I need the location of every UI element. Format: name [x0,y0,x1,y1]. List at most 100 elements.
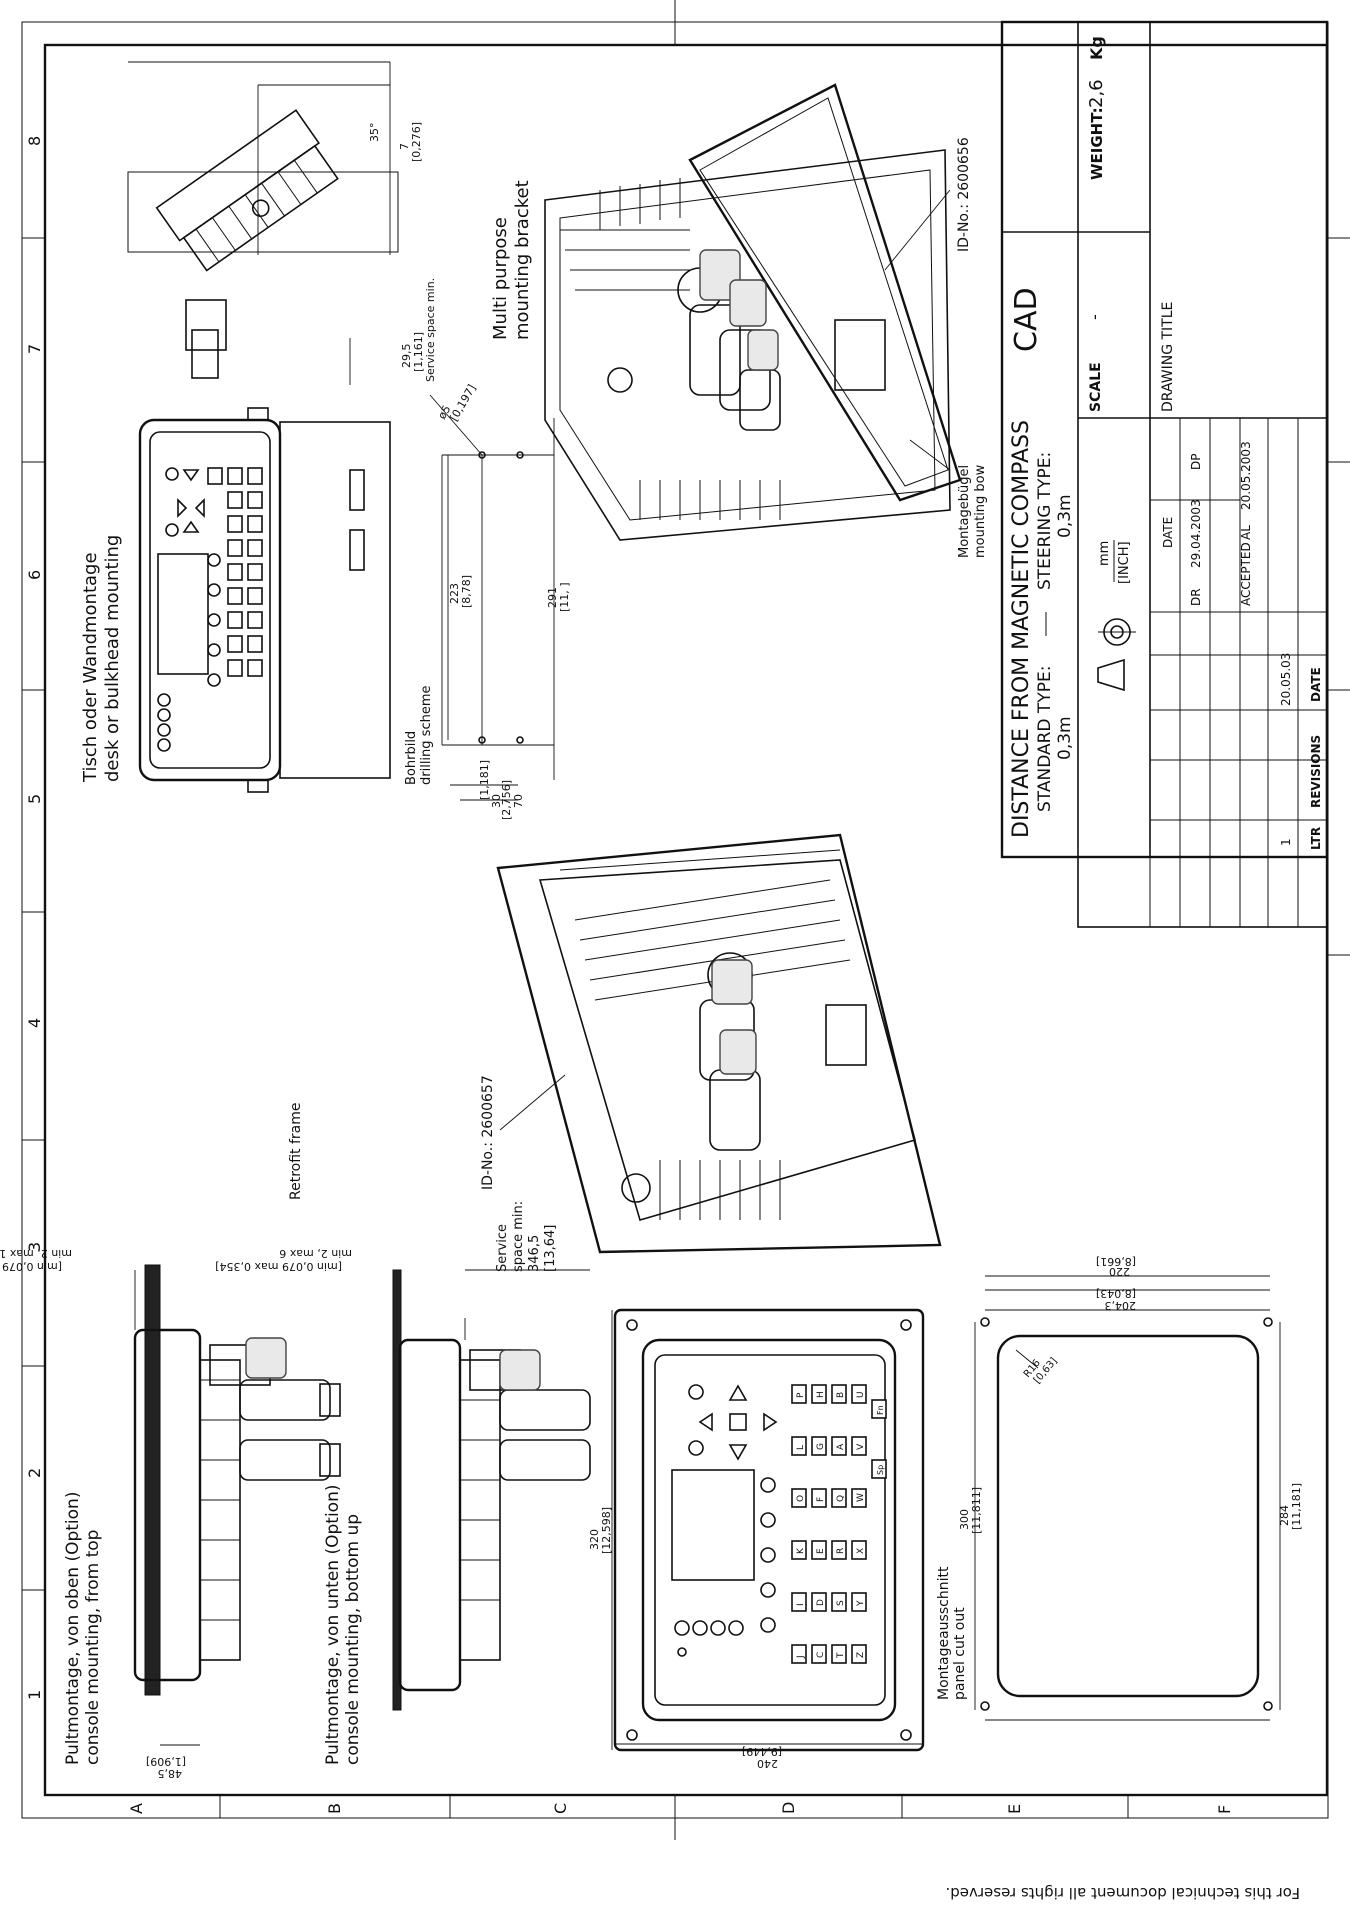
zone-letter: E [1005,1804,1024,1814]
unit-inch: [INCH] [1117,541,1132,584]
unit-mm: mm [1097,541,1112,566]
front-view [613,1308,925,1752]
dim-drill-223-in: [8,78] [460,575,473,608]
cutout-label-en: panel cut out [952,1607,968,1700]
keypad-key [811,1644,827,1664]
keypad-key [831,1384,847,1404]
retrofit-label: Retrofit frame [288,1103,304,1201]
service-label-l2: space min: [511,1201,526,1272]
cut-220: 220 [1109,1265,1130,1278]
bracket-label-l2: mounting bracket [512,180,533,340]
keypad-key [831,1488,847,1508]
desk-label-de: Tisch oder Wandmontage [80,552,101,783]
cut-204-in: [8,043] [1096,1287,1136,1300]
keypad-key-label: G [816,1443,826,1450]
keypad-key-label: Z [856,1652,866,1658]
service-label-l3: 346,5 [527,1235,542,1272]
revision-date-label: DATE [1309,667,1323,702]
zone-letter: F [1215,1805,1234,1814]
console-bottom-label-en: console mounting, bottom up [343,1514,363,1765]
cad-label: CAD [1009,287,1044,352]
dim-drill-70: 70 [512,794,525,808]
zone-number: 2 [25,1468,44,1478]
keypad-key-label: R [836,1548,846,1554]
keypad-key [811,1488,827,1508]
sheet-frame [21,0,1350,1840]
keypad-special-key-label: Sp [876,1465,885,1475]
dim-drill-291-in: [11, ] [558,582,571,612]
keypad-key-label: B [836,1392,846,1398]
dim-drill-223: 223 [448,583,461,604]
desk-mount-view [138,407,391,793]
dim-angle-35: 35° [368,123,381,143]
zone-number: 7 [25,344,44,354]
revision-row-ltr: 1 [1279,838,1293,846]
keypad-key-label: C [816,1652,826,1658]
zone-number: 4 [25,1018,44,1028]
zone-letter: A [127,1803,146,1814]
keypad-key [811,1436,827,1456]
bracket-label-l1: Multi purpose [490,217,511,340]
keypad-key [851,1488,867,1508]
console-bottom-range-in: [min 0,079 max 0,354] [215,1260,342,1273]
front-240: 240 [757,1757,778,1770]
keypad-key [791,1436,807,1456]
dim-29: 29,5 [400,344,413,369]
zone-letters: A B C D E F [127,1802,1234,1814]
keypad-special-key-label: Fn [876,1405,885,1415]
steering-type-label: STEERING TYPE: [1035,452,1055,590]
accepted-label: ACCEPTED [1239,542,1253,606]
dr-date: 29.04.2003 [1189,499,1203,568]
standard-type-label: STANDARD TYPE: [1035,666,1055,812]
keypad-key [851,1540,867,1560]
bow-label-de: Montagebügel [957,465,972,558]
cut-220-in: [8,661] [1096,1255,1136,1268]
dr-label: DR [1189,588,1203,606]
front-240-in: [9,449] [742,1745,782,1758]
date-label: DATE [1161,517,1175,548]
keypad-key [791,1488,807,1508]
weight-label: WEIGHT: [1088,107,1106,180]
keypad-key [851,1644,867,1664]
console-top-label-en: console mounting, from top [83,1530,103,1765]
keypad-key [831,1436,847,1456]
console-48: 48,5 [158,1767,183,1780]
drilling-scheme [429,394,555,801]
service-label-l4: [13,64] [543,1225,558,1272]
keypad-key [791,1644,807,1664]
bow-label-en: mounting bow [973,464,988,558]
console-bottom-label-de: Pultmontage, von unten (Option) [323,1485,343,1765]
cut-300: 300 [958,1509,971,1530]
panel-cutout [974,1275,1281,1721]
scale-value: - [1085,314,1104,320]
dim-drill-dia-in: [0,197] [447,382,478,423]
keypad-key-label: D [816,1599,826,1606]
console-48-in: [1,909] [146,1755,186,1768]
keypad-key [831,1592,847,1612]
front-320: 320 [588,1529,601,1550]
retrofit-id: ID-No.: 2600657 [480,1075,496,1190]
zone-number: 8 [25,136,44,146]
console-bottom-range: min 2, max 6 [279,1247,352,1260]
keypad-key [791,1592,807,1612]
keypad-key-label: X [856,1548,866,1554]
cut-204: 204,3 [1105,1299,1137,1312]
keypad-key [791,1540,807,1560]
keypad-key-label: J [796,1655,806,1659]
keypad-key [811,1592,827,1612]
keypad-key-label: V [856,1443,866,1450]
keypad-key [831,1540,847,1560]
dim-7: 7 [398,143,411,150]
console-bottom-view [392,1269,591,1711]
console-top-view [133,1264,341,1746]
zone-number: 6 [25,570,44,580]
zone-number: 3 [25,1242,44,1252]
dim-7-in: [0,276] [410,122,423,162]
keypad-key [851,1592,867,1612]
standard-type-value: 0,3m [1055,716,1075,760]
keypad-key [851,1436,867,1456]
title-block [1000,20,1329,928]
accepted-initials: AL [1239,525,1253,540]
